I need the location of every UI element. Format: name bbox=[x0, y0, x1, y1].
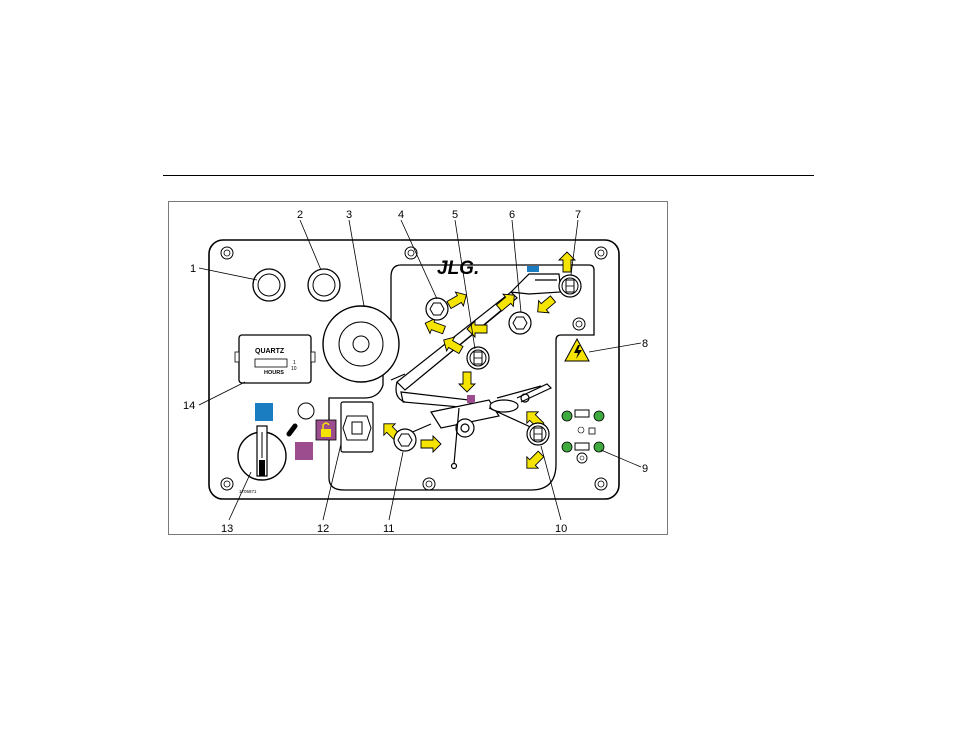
hour-meter-icon: QUARTZ HOURS 1 10 bbox=[235, 335, 315, 383]
blue-flag bbox=[527, 266, 539, 272]
telescope-switch-icon bbox=[394, 429, 416, 451]
magenta-flag bbox=[467, 395, 475, 403]
upper-boom-switch-icon bbox=[509, 312, 531, 334]
callout-10: 10 bbox=[555, 523, 567, 535]
screw-icon bbox=[221, 478, 233, 490]
platform-level-switch-icon bbox=[559, 275, 581, 297]
callout-3: 3 bbox=[346, 209, 352, 221]
callout-2: 2 bbox=[297, 209, 303, 221]
hour-meter-brand: QUARTZ bbox=[255, 348, 285, 355]
lamp-icon-1 bbox=[253, 269, 285, 301]
callout-4: 4 bbox=[398, 209, 404, 221]
jib-switch-icon bbox=[467, 347, 489, 369]
callout-14: 14 bbox=[183, 400, 195, 412]
horn-icon bbox=[323, 306, 399, 382]
callout-1: 1 bbox=[190, 263, 196, 275]
white-circle bbox=[298, 403, 314, 419]
screw-icon bbox=[595, 247, 607, 259]
screw-icon bbox=[573, 318, 585, 330]
callout-12: 12 bbox=[317, 523, 329, 535]
hour-meter-tenths-unit: 10 bbox=[291, 366, 297, 372]
callout-5: 5 bbox=[452, 209, 458, 221]
callout-11: 11 bbox=[383, 523, 394, 535]
brand-logo: JLG. bbox=[437, 258, 479, 279]
screw-icon bbox=[595, 478, 607, 490]
unlock-icon bbox=[316, 420, 336, 440]
control-panel-figure: QUARTZ HOURS 1 10 1705871 JLG. bbox=[168, 201, 668, 535]
lamp-icon-2 bbox=[308, 269, 340, 301]
hour-meter-units: HOURS bbox=[264, 370, 284, 376]
emergency-stop-icon bbox=[341, 402, 373, 452]
magenta-square bbox=[295, 442, 313, 460]
screw-icon bbox=[221, 247, 233, 259]
callout-6: 6 bbox=[509, 209, 515, 221]
control-panel-diagram: QUARTZ HOURS 1 10 1705871 JLG. bbox=[169, 202, 669, 536]
screw-icon bbox=[405, 247, 417, 259]
callout-9: 9 bbox=[642, 463, 648, 475]
screw-icon bbox=[423, 478, 435, 490]
callout-13: 13 bbox=[221, 523, 233, 535]
callout-7: 7 bbox=[575, 209, 581, 221]
blue-square bbox=[255, 403, 273, 421]
swing-switch-icon bbox=[527, 423, 549, 445]
callout-8: 8 bbox=[642, 338, 648, 350]
boom-control-switch-icon bbox=[426, 298, 448, 320]
header-rule bbox=[163, 175, 814, 176]
